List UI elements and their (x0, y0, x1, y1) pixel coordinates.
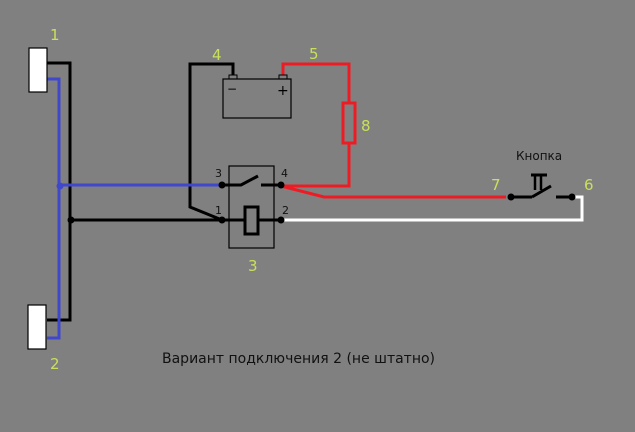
relay-pin2-dot (277, 216, 285, 224)
label-4: 4 (212, 46, 222, 64)
label-3: 3 (248, 257, 258, 275)
relay-pin3-dot (218, 181, 226, 189)
label-7: 7 (491, 176, 501, 194)
relay-coil (243, 205, 260, 236)
wire-battery-minus-to-relay (188, 62, 235, 222)
push-button (507, 173, 576, 201)
relay-pin4-dot (277, 181, 285, 189)
wire-lamps-positive (47, 77, 61, 340)
relay-switch-contact (222, 174, 259, 187)
label-1: 1 (50, 26, 60, 44)
black-wires (47, 61, 235, 322)
red-wires (280, 62, 506, 199)
relay-pin3-label: 3 (215, 167, 222, 180)
battery-plus-terminal (278, 74, 288, 80)
wire-battery-plus (281, 62, 351, 103)
battery-plus-sign: + (277, 83, 289, 99)
button-contact-in (507, 193, 515, 201)
relay-pin4-label: 4 (281, 167, 288, 180)
button-contact-out (568, 193, 576, 201)
wire-relay-pin2-to-button (281, 195, 584, 222)
relay-body (228, 165, 275, 249)
black-junction (67, 216, 75, 224)
label-6: 6 (584, 176, 594, 194)
wire-relay-pin4-to-button (280, 184, 506, 199)
relay-pin1-dot (218, 216, 226, 224)
lamp-top (28, 47, 48, 93)
battery-minus-terminal (228, 74, 238, 80)
caption: Вариант подключения 2 (не штатно) (162, 351, 435, 367)
relay-pin2-label: 2 (282, 204, 289, 217)
blue-junction (56, 182, 64, 190)
lamp-bottom (27, 304, 47, 350)
label-5: 5 (309, 45, 319, 63)
battery-minus-sign: − (227, 82, 237, 96)
label-2: 2 (50, 355, 60, 373)
label-8: 8 (361, 117, 371, 135)
wire-resistor-to-relay-pin4 (281, 143, 351, 188)
battery (222, 74, 292, 119)
resistor (341, 101, 357, 145)
relay (218, 165, 285, 249)
blue-wires (47, 77, 222, 340)
button-label: Кнопка (516, 149, 562, 163)
relay-pin1-label: 1 (215, 204, 222, 217)
